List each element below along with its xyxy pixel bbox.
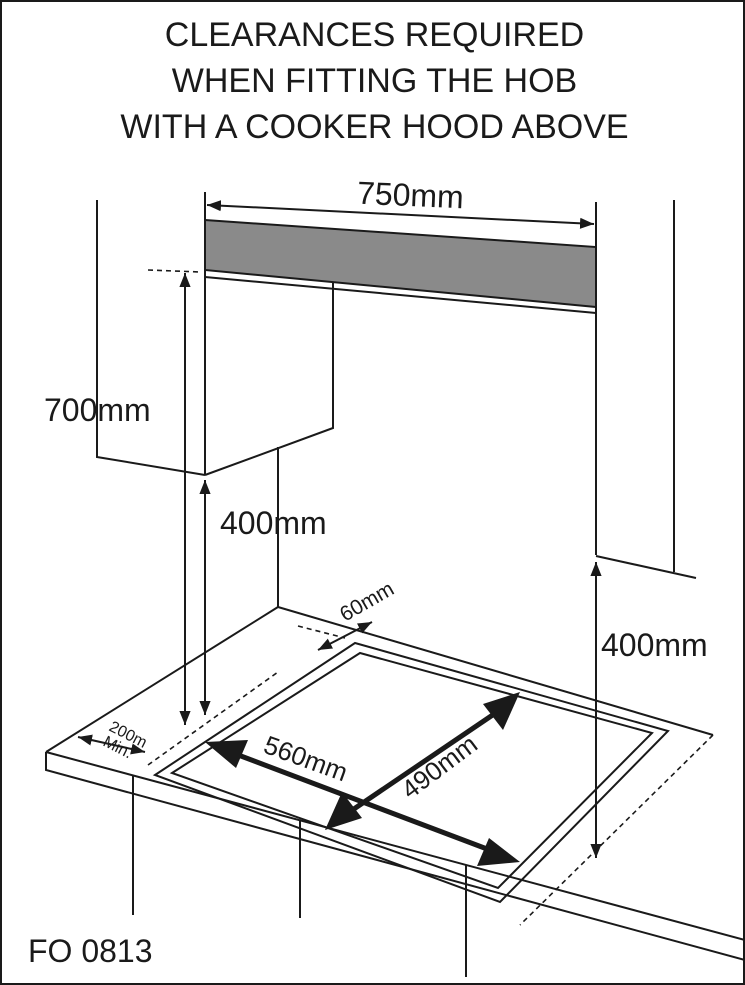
front-clearance-dimension — [77, 734, 146, 755]
worktop-outline — [45, 605, 714, 753]
cabinet-clearance-label: 400mm — [220, 505, 327, 541]
cooker-hood — [204, 218, 597, 309]
figure-code: FO 0813 — [28, 933, 153, 969]
title-line-3: WITH A COOKER HOOD ABOVE — [120, 108, 629, 146]
rear-clearance-dimension — [317, 621, 373, 651]
worktop-front-edge — [45, 752, 745, 961]
diagram-title: CLEARANCES REQUIRED WHEN FITTING THE HOB… — [2, 12, 745, 150]
hob-depth-label: 490mm — [396, 729, 483, 805]
left-cabinet-front — [204, 283, 334, 476]
rear-clearance-label: 60mm — [336, 577, 398, 626]
hood-height-guide — [147, 269, 201, 273]
left-wall-cabinet — [96, 200, 206, 476]
hood-height-label: 700mm — [44, 392, 151, 428]
side-clearance-label: 400mm — [601, 627, 708, 663]
worktop-top-front — [45, 751, 745, 941]
right-clearance-guide — [519, 734, 714, 926]
right-cabinet-bottom-edge — [595, 555, 697, 579]
hob-width-arrowhead-left — [205, 740, 248, 768]
hob-depth-arrow — [343, 707, 502, 818]
hob-width-arrow — [224, 747, 496, 855]
hob-outer — [152, 641, 670, 904]
title-line-2: WHEN FITTING THE HOB — [171, 62, 578, 100]
hob-depth-arrowhead-top — [483, 692, 520, 730]
hood-width-label: 750mm — [356, 175, 464, 216]
rear-clearance-guide — [297, 625, 346, 639]
hob-inner — [169, 651, 654, 890]
hob-width-arrowhead-right — [477, 838, 520, 866]
cooker-hood-underside — [204, 276, 597, 314]
title-line-1: CLEARANCES REQUIRED — [164, 16, 585, 54]
hob-depth-arrowhead-bottom — [325, 792, 362, 830]
hood-width-dimension — [206, 200, 595, 229]
